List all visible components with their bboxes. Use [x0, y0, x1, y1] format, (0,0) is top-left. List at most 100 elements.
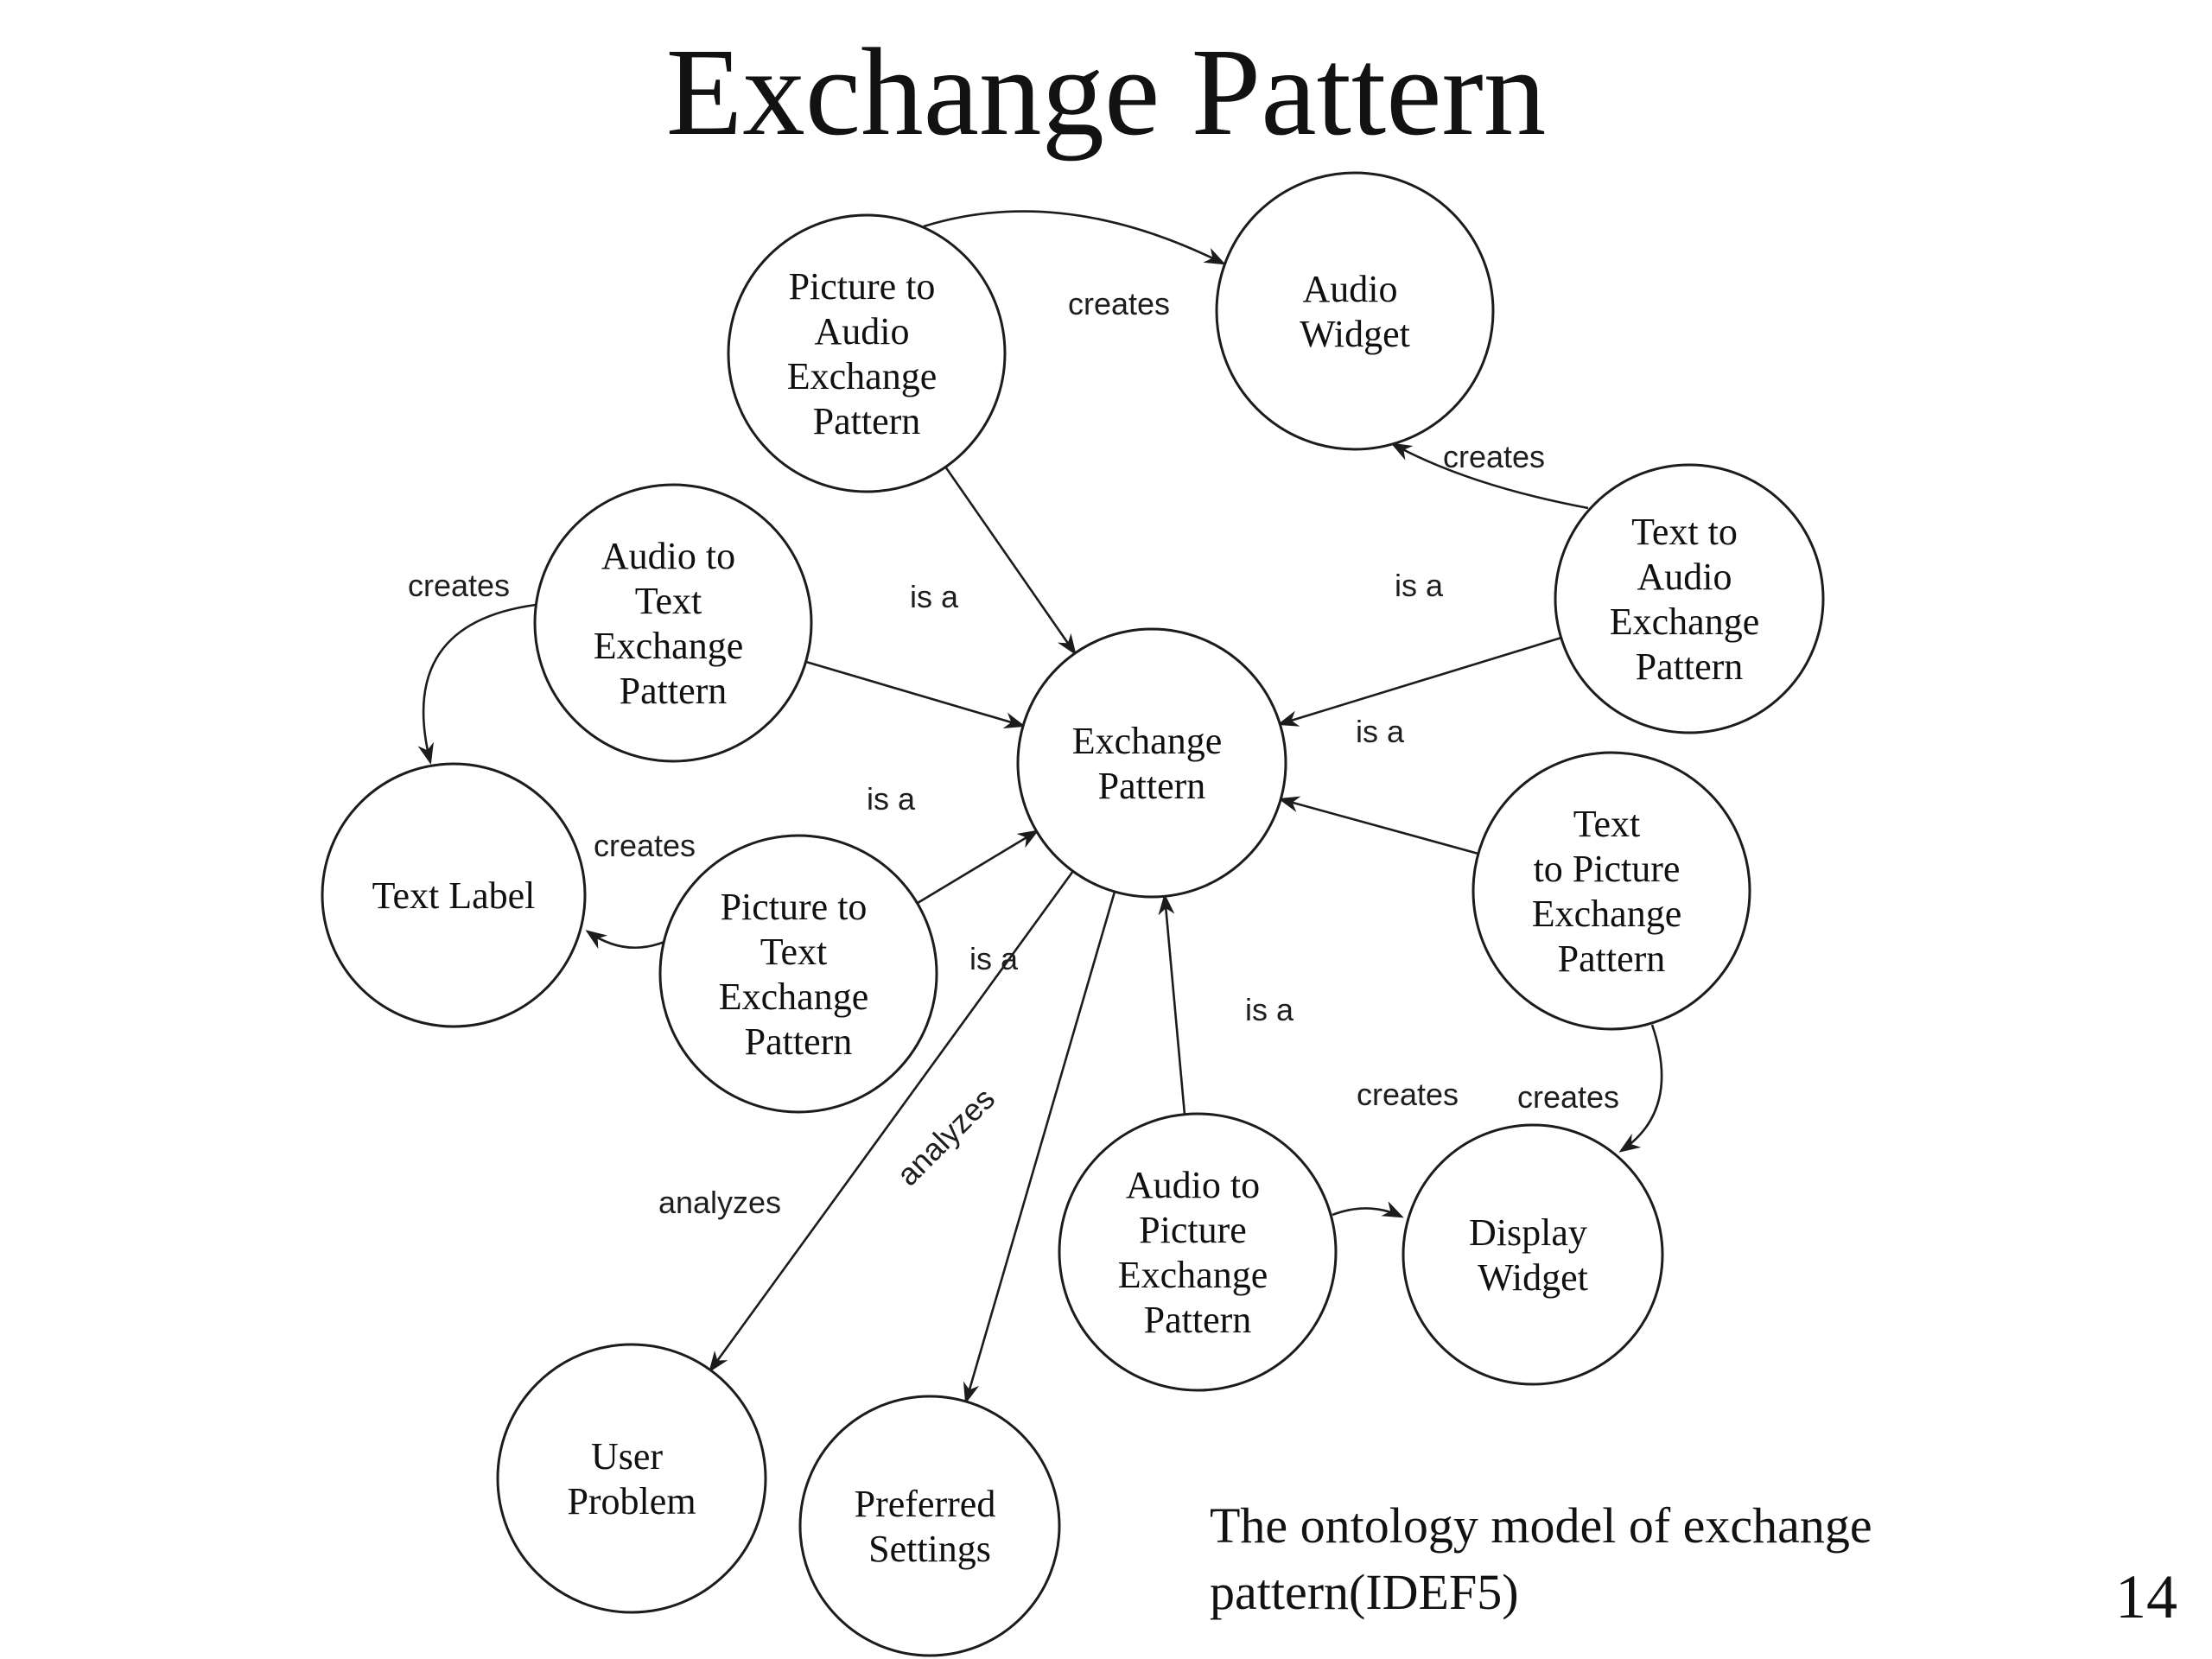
node-label-line: to Picture: [1534, 848, 1681, 890]
edge-label-creates: creates: [1068, 286, 1170, 321]
node-label-line: Exchange: [719, 976, 868, 1018]
edge-label-isa: is a: [910, 579, 959, 614]
node-label-line: Exchange: [594, 625, 743, 667]
edge-pic-audio-creates-audio-widget: [923, 210, 1226, 265]
node-circle: [1402, 1123, 1664, 1386]
node-label: Preferred Settings: [855, 1483, 1006, 1570]
node-label-line: Widget: [1478, 1256, 1588, 1299]
node-label-line: Audio to: [1126, 1164, 1260, 1206]
node-label-line: Settings: [868, 1528, 991, 1570]
edge-text-audio-creates-audio-widget: [1390, 442, 1589, 510]
node-label-line: Exchange: [1072, 720, 1222, 762]
page-number: 14: [2115, 1562, 2177, 1631]
node-label-line: Pattern: [1558, 938, 1666, 980]
node-label-line: Exchange: [1532, 893, 1681, 935]
edge-pic-text-isa-exchange: [917, 830, 1039, 905]
node-label-line: Audio: [815, 310, 910, 353]
node-label-line: Pattern: [745, 1020, 853, 1063]
node-audio-to-picture-exchange-pattern: Audio to Picture Exchange Pattern: [1058, 1112, 1338, 1392]
edge-pic-text-creates-text-label: [585, 930, 665, 950]
node-preferred-settings: Preferred Settings: [798, 1395, 1061, 1657]
node-label-line: Pattern: [1144, 1299, 1252, 1341]
node-label-line: Problem: [567, 1480, 696, 1522]
node-audio-widget: Audio Widget: [1215, 171, 1495, 451]
node-circle: [658, 834, 938, 1114]
edge-text-audio-isa-exchange: [1277, 636, 1562, 727]
node-text-label: Text Label: [321, 762, 587, 1028]
node-label: Picture to Audio Exchange Pattern: [787, 265, 946, 442]
page-title: Exchange Pattern: [666, 23, 1547, 162]
edge-exchange-analyzes-preferred-settings: [963, 891, 1116, 1404]
node-label-line: Picture: [1139, 1209, 1247, 1251]
edge-pic-audio-isa-exchange: [944, 466, 1077, 656]
node-label-line: Widget: [1300, 313, 1410, 355]
edge-label-isa: is a: [867, 781, 916, 817]
edge-text-pic-isa-exchange: [1278, 796, 1479, 855]
node-label-line: Text: [760, 931, 828, 973]
edge-label-creates: creates: [1517, 1079, 1619, 1115]
node-circle: [798, 1395, 1061, 1657]
node-label-line: Text to: [1631, 511, 1738, 553]
node-label: Text to Audio Exchange Pattern: [1610, 511, 1769, 688]
node-circle: [1471, 751, 1751, 1031]
node-text-to-audio-exchange-pattern: Text to Audio Exchange Pattern: [1554, 463, 1825, 734]
node-label-line: Picture to: [721, 886, 868, 928]
node-label-line: Exchange: [787, 355, 937, 397]
node-circle: [1554, 463, 1825, 734]
node-exchange-pattern: Exchange Pattern: [1016, 627, 1287, 899]
edge-label-isa: is a: [1395, 568, 1444, 603]
node-label-line: Audio: [1637, 556, 1732, 598]
node-label-line: Audio: [1303, 268, 1398, 310]
edge-audio-pic-creates-display-widget: [1332, 1201, 1404, 1218]
node-label-line: Pattern: [1098, 765, 1206, 807]
edge-text-pic-creates-display-widget: [1618, 1024, 1663, 1153]
node-label-line: Exchange: [1610, 601, 1759, 643]
edge-audio-text-creates-text-label: [417, 603, 537, 765]
node-label-line: Pattern: [1636, 645, 1744, 688]
edge-label-creates: creates: [1443, 439, 1545, 474]
node-label-line: Pattern: [620, 670, 728, 712]
edge-label-analyzes: analyzes: [890, 1081, 1001, 1192]
node-circle: [1058, 1112, 1338, 1392]
node-picture-to-audio-exchange-pattern: Picture to Audio Exchange Pattern: [727, 213, 1007, 493]
node-circle: [727, 213, 1007, 493]
node-picture-to-text-exchange-pattern: Picture to Text Exchange Pattern: [658, 834, 938, 1114]
node-label-line: Exchange: [1118, 1254, 1268, 1296]
node-label: Audio Widget: [1300, 268, 1410, 355]
node-label: Text Label: [372, 874, 536, 917]
node-label: Picture to Text Exchange Pattern: [719, 886, 878, 1063]
edge-exchange-analyzes-user-problem: [709, 870, 1075, 1373]
edge-label-creates: creates: [594, 828, 696, 863]
node-label-line: Text Label: [372, 874, 536, 917]
node-circle: [1016, 627, 1287, 899]
node-label-line: Picture to: [789, 265, 936, 308]
node-circle: [1215, 171, 1495, 451]
node-label: Display Widget: [1469, 1211, 1597, 1299]
edge-audio-text-isa-exchange: [805, 660, 1026, 728]
caption-line-1: The ontology model of exchange: [1210, 1497, 1872, 1554]
node-circle: [321, 762, 587, 1028]
node-audio-to-text-exchange-pattern: Audio to Text Exchange Pattern: [533, 483, 813, 763]
edge-label-isa: is a: [1245, 992, 1294, 1027]
node-circle: [496, 1343, 767, 1614]
node-circle: [533, 483, 813, 763]
node-label-line: Display: [1469, 1211, 1587, 1254]
edge-label-creates: creates: [1357, 1077, 1459, 1112]
node-label: User Problem: [567, 1435, 696, 1522]
edge-label-creates: creates: [408, 568, 510, 603]
node-label-line: Audio to: [601, 535, 735, 577]
node-text-to-picture-exchange-pattern: Text to Picture Exchange Pattern: [1471, 751, 1751, 1031]
caption-line-2: pattern(IDEF5): [1210, 1564, 1519, 1620]
node-label-line: User: [591, 1435, 663, 1478]
node-display-widget: Display Widget: [1402, 1123, 1664, 1386]
edge-label-isa: is a: [1356, 714, 1405, 749]
node-label-line: Text: [635, 580, 702, 622]
edge-labels: creates creates creates creates creates …: [408, 286, 1619, 1220]
node-label-line: Pattern: [813, 400, 921, 442]
node-label: Audio to Picture Exchange Pattern: [1118, 1164, 1277, 1341]
node-label: Exchange Pattern: [1072, 720, 1231, 807]
node-label: Text to Picture Exchange Pattern: [1532, 803, 1691, 980]
nodes: Picture to Audio Exchange Pattern Audio …: [321, 171, 1825, 1657]
